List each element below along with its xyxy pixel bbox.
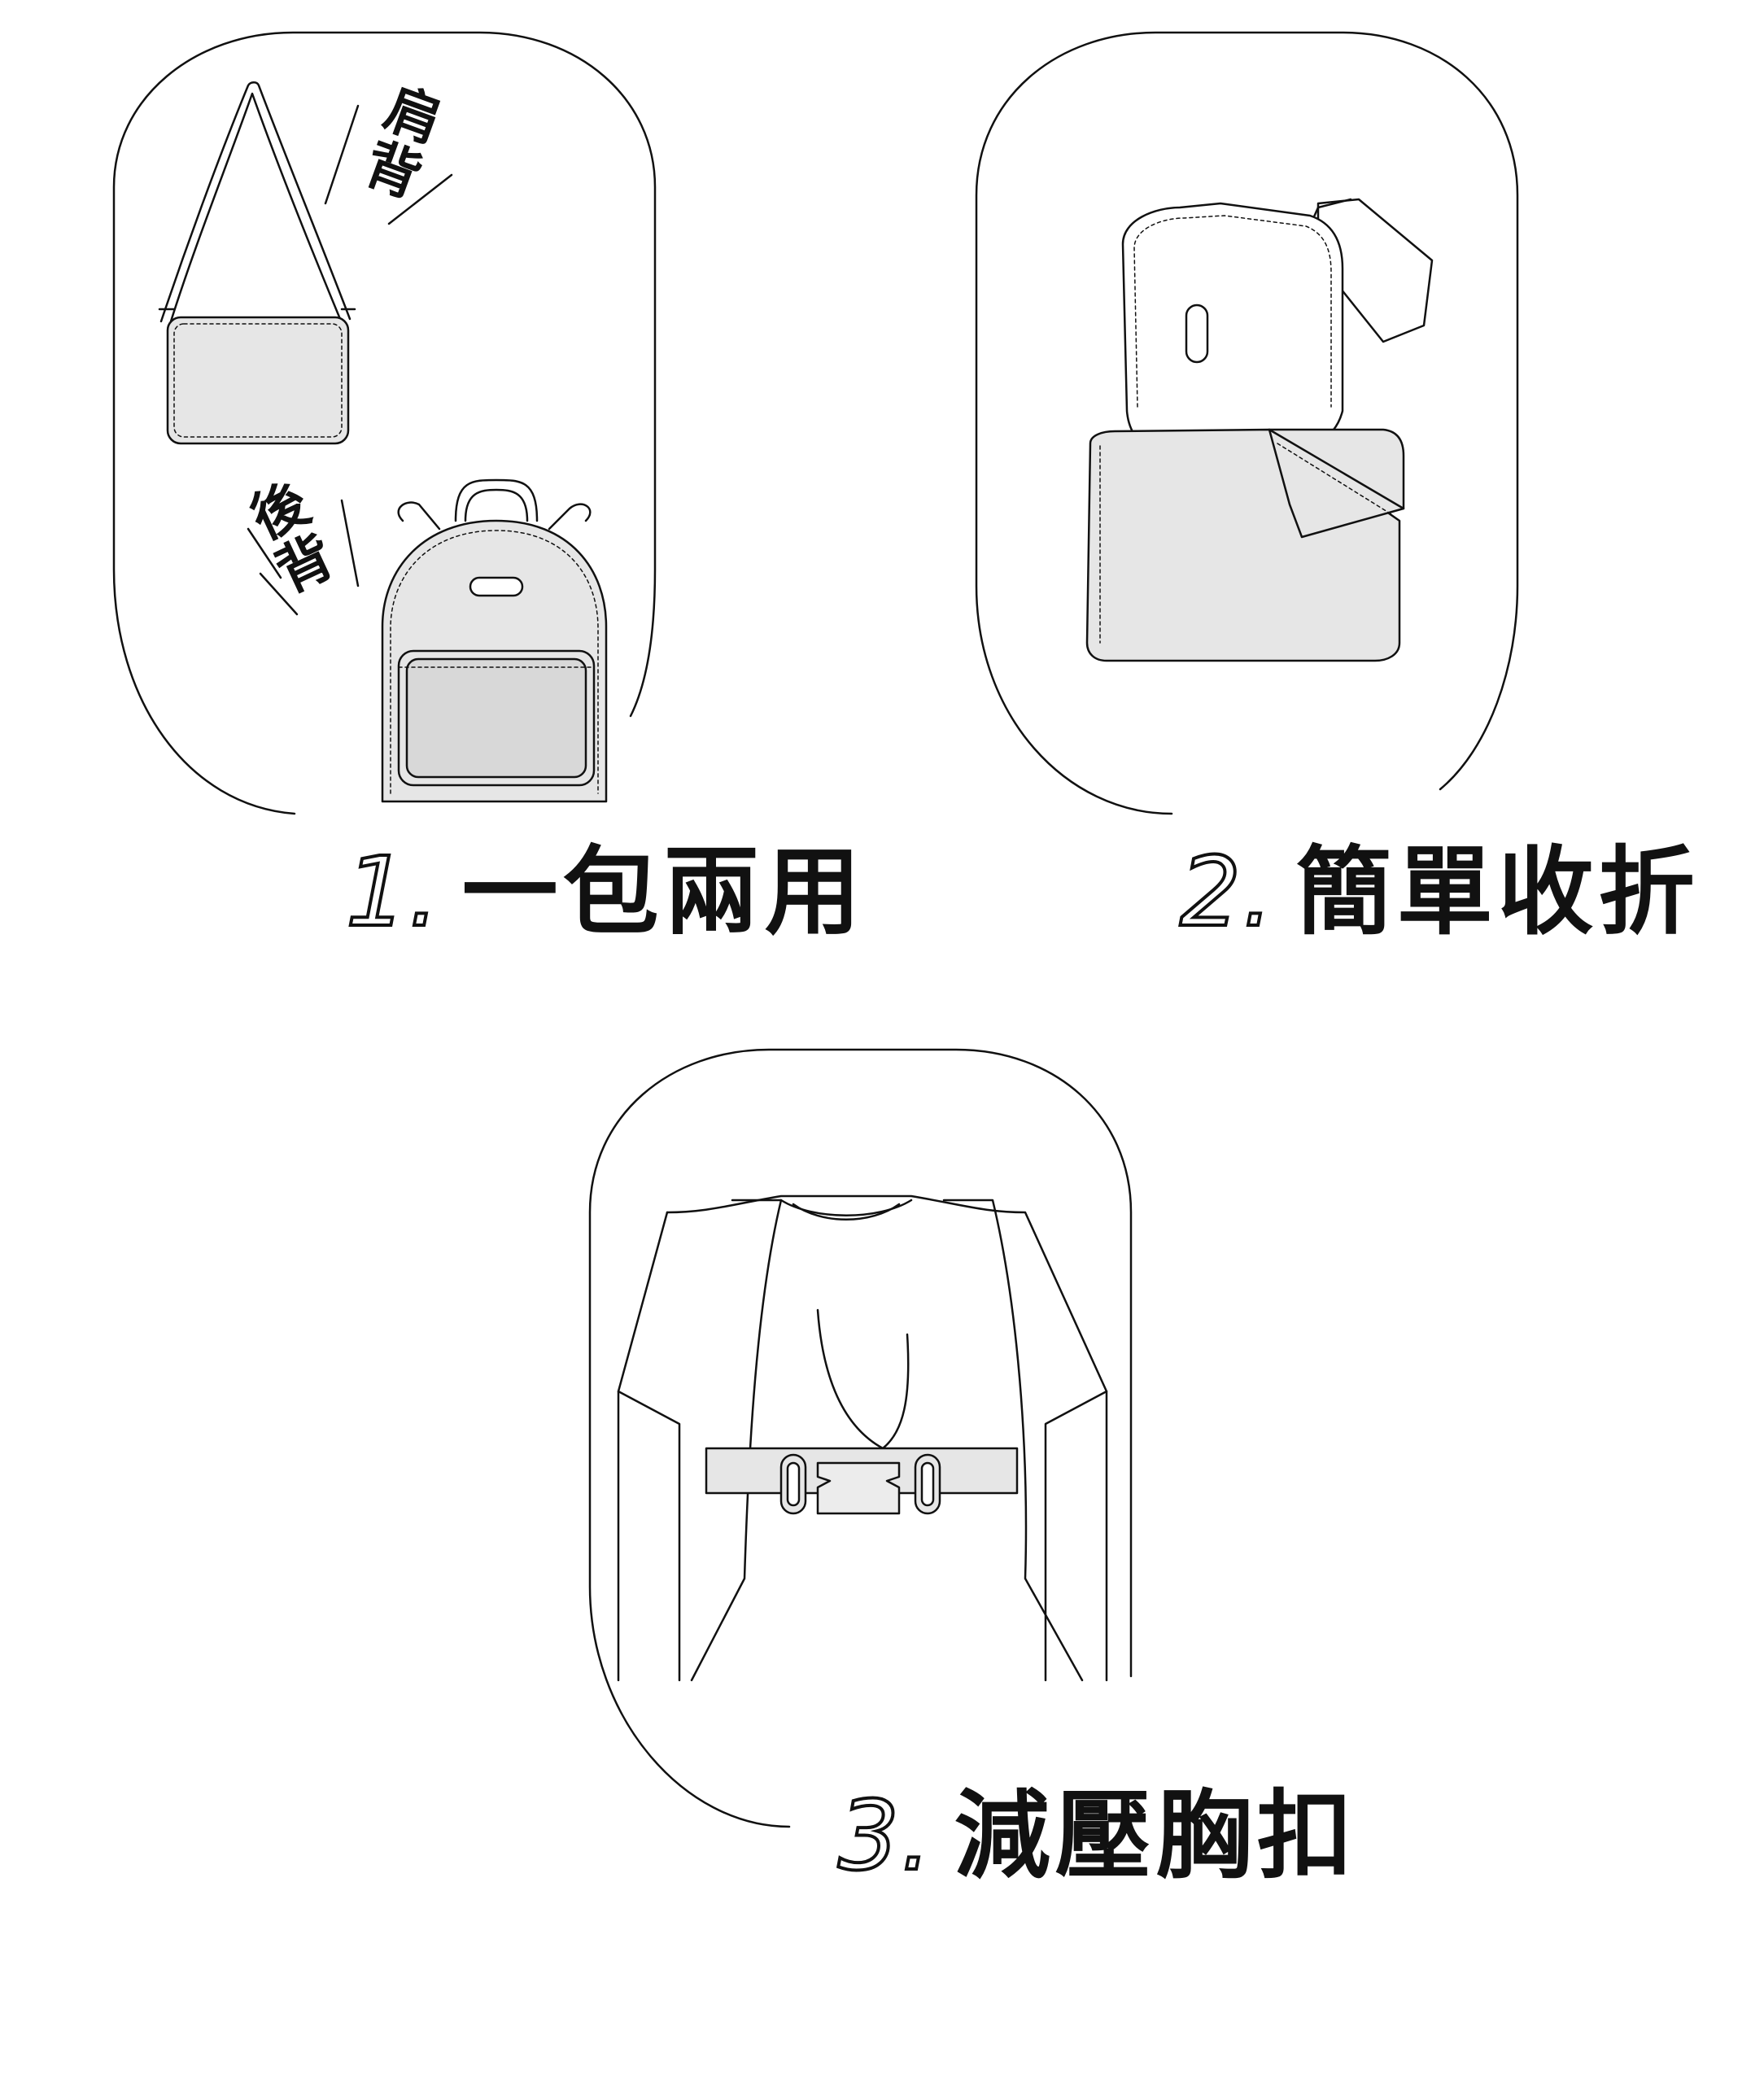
folding-bag-illustration: [1085, 198, 1434, 662]
panel-2-frame: [975, 31, 1519, 815]
panel-3-frame: [588, 1048, 1133, 1828]
panel-1-title: 一包兩用: [461, 836, 866, 948]
shoulder-bag-illustration: [158, 81, 356, 445]
panel-1-frame: [112, 31, 657, 815]
panel-1-caption: 1. 一包兩用: [344, 814, 866, 953]
chest-strap-illustration: [617, 1194, 1108, 1682]
panel-3-title: 減壓胸扣: [954, 1780, 1358, 1892]
panel-2-caption: 2. 簡單收折: [1178, 814, 1700, 953]
panel-3-caption: 3. 減壓胸扣: [836, 1758, 1358, 1897]
panel-2-title: 簡單收折: [1295, 836, 1700, 948]
panel-3-number: 3.: [836, 1778, 933, 1893]
panel-2-number: 2.: [1178, 834, 1275, 950]
backpack-illustration: [381, 478, 608, 803]
panel-1-number: 1.: [344, 834, 441, 950]
